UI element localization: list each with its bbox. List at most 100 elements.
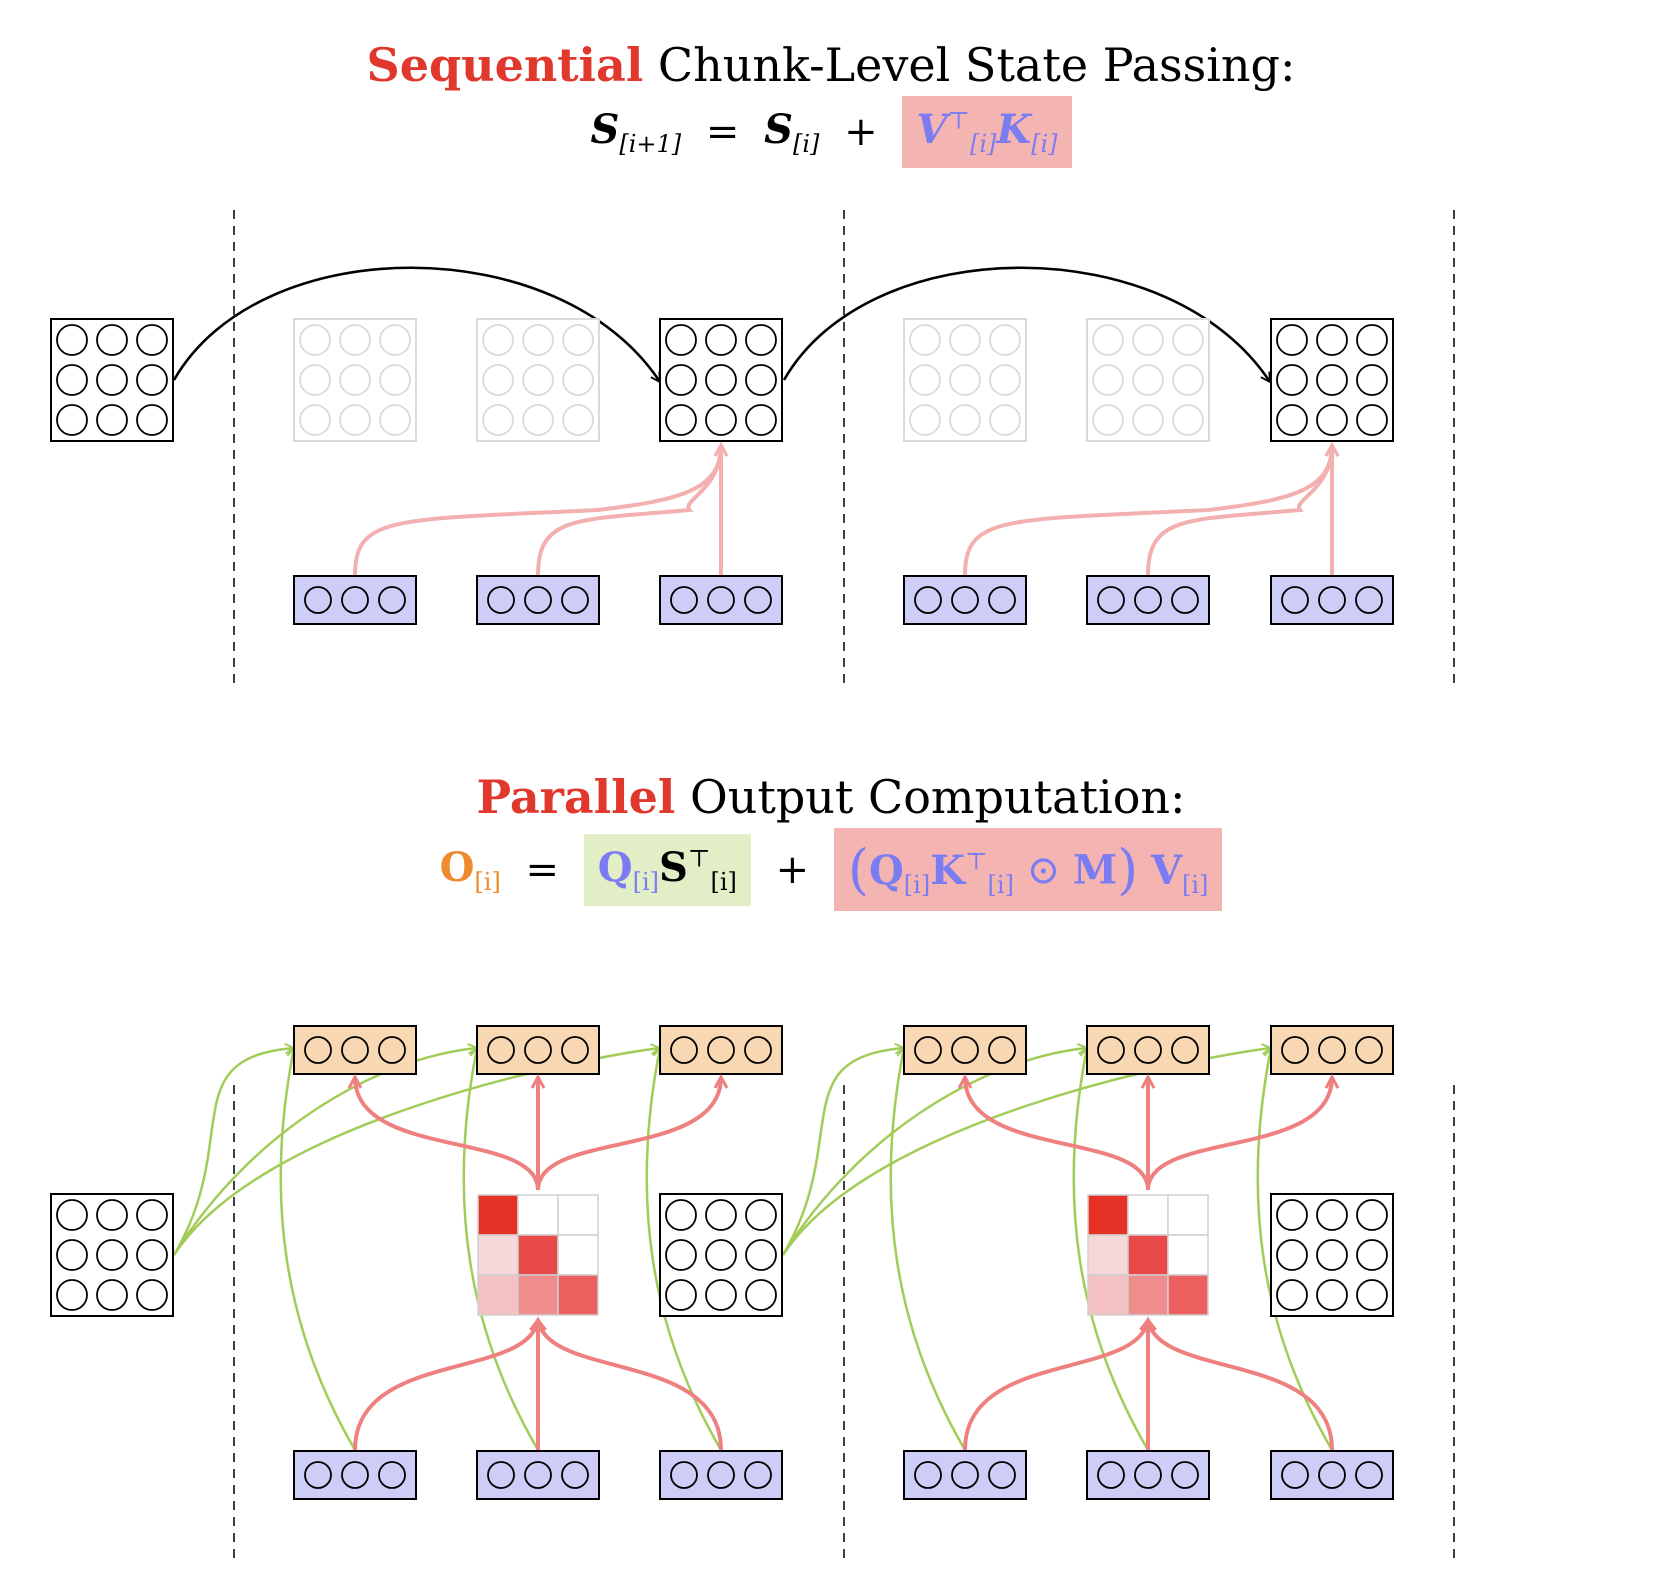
- state-matrix-cell: [909, 364, 941, 396]
- inter-chunk-arrow: [172, 1048, 660, 1256]
- state-matrix-cell: [705, 364, 737, 396]
- inter-chunk-arrow: [781, 1048, 1087, 1256]
- mask-cell: [1127, 1234, 1169, 1276]
- input-vector: [476, 575, 600, 625]
- eq-v-term: V⊤[i]: [916, 106, 996, 158]
- output-vector: [1086, 1025, 1210, 1075]
- vector-frame: [1270, 1025, 1394, 1075]
- vector-frame: [1270, 575, 1394, 625]
- state-matrix-cell: [1132, 364, 1164, 396]
- eq-k-sub: [i]: [1031, 130, 1058, 158]
- query-to-output-arrow: [1072, 1048, 1150, 1451]
- query-to-output-arrow: [462, 1048, 540, 1451]
- query-vector: [293, 1450, 417, 1500]
- query-to-output-arrow: [279, 1048, 357, 1451]
- vector-element: [487, 1461, 515, 1489]
- mask-cell: [557, 1194, 599, 1236]
- state-matrix-cell: [136, 1279, 168, 1311]
- state-matrix-cell: [745, 364, 777, 396]
- state-matrix-cell: [482, 324, 514, 356]
- state-matrix-cell: [705, 404, 737, 436]
- state-matrix-cell: [1276, 324, 1308, 356]
- vector-element: [1134, 1036, 1162, 1064]
- state-matrix-cell: [1316, 1199, 1348, 1231]
- mask-cell: [1087, 1274, 1129, 1316]
- state-matrix-chunk-1: [659, 318, 783, 442]
- query-to-output-arrow: [645, 1048, 723, 1451]
- eq-q-sub: [i]: [632, 867, 660, 896]
- state-matrix-cell: [705, 1239, 737, 1271]
- causal-mask-chunk-1: [477, 1194, 599, 1316]
- eq-state-current-symbol: S: [764, 106, 793, 153]
- eq-v2-symbol: V: [1150, 846, 1183, 894]
- state-matrix-cell: [745, 1279, 777, 1311]
- vector-element: [951, 1036, 979, 1064]
- state-matrix-cell: [949, 364, 981, 396]
- eq-k2-symbol: K: [930, 846, 965, 894]
- query-vector: [476, 1450, 600, 1500]
- eq-output-symbol: O: [439, 843, 475, 891]
- vector-frame: [1086, 1450, 1210, 1500]
- eq-equals: =: [705, 109, 740, 155]
- eq-plus: +: [844, 109, 878, 155]
- vector-element: [1281, 1461, 1309, 1489]
- mask-cell: [477, 1274, 519, 1316]
- state-matrix-cell: [56, 1199, 88, 1231]
- vector-element: [304, 1036, 332, 1064]
- state-matrix-cell: [1276, 364, 1308, 396]
- eq-s-sup: ⊤: [687, 844, 711, 873]
- state-matrix-cell: [745, 404, 777, 436]
- vector-element: [951, 1461, 979, 1489]
- mask-cell: [477, 1194, 519, 1236]
- input-vector: [1086, 575, 1210, 625]
- state-matrix-cell: [96, 324, 128, 356]
- state-matrix-cell: [379, 324, 411, 356]
- vector-element: [670, 1036, 698, 1064]
- output-vector: [293, 1025, 417, 1075]
- vector-element: [1171, 1036, 1199, 1064]
- vector-element: [988, 1461, 1016, 1489]
- eq-q-symbol: Q: [597, 843, 633, 891]
- state-matrix-cell: [1316, 1239, 1348, 1271]
- eq-state-current-sub: [i]: [792, 130, 820, 158]
- vector-element: [707, 1036, 735, 1064]
- vector-element: [1097, 1036, 1125, 1064]
- vector-element: [378, 1461, 406, 1489]
- top-title: Sequential Chunk-Level State Passing:: [0, 38, 1662, 92]
- kv-update-arrow-1: [536, 445, 721, 576]
- state-matrix-cell: [949, 324, 981, 356]
- input-vector: [1270, 575, 1394, 625]
- eq-output: O[i]: [439, 843, 501, 896]
- state-matrix-cell: [562, 364, 594, 396]
- state-matrix-faded: [293, 318, 417, 442]
- state-matrix-cell: [745, 324, 777, 356]
- vector-frame: [903, 575, 1027, 625]
- bottom-title-rest: Output Computation:: [675, 770, 1186, 824]
- vector-element: [914, 1036, 942, 1064]
- eq-k-term: K[i]: [996, 106, 1057, 158]
- state-matrix-cell: [1276, 404, 1308, 436]
- eq-q2-sub: [i]: [903, 870, 931, 899]
- state-matrix-cell: [1276, 1279, 1308, 1311]
- eq-plus: +: [775, 846, 810, 893]
- state-matrix-faded: [903, 318, 1027, 442]
- vector-frame: [1086, 1025, 1210, 1075]
- mask-cell: [1167, 1194, 1209, 1236]
- eq-state-next: S[i+1]: [590, 106, 681, 158]
- eq-k2-sub: [i]: [987, 870, 1014, 899]
- eq-equals: =: [525, 846, 560, 893]
- mask-cell: [517, 1274, 559, 1316]
- state-matrix-bottom-initial: [50, 1193, 174, 1317]
- eq-q-term: Q[i]: [597, 843, 659, 896]
- inter-chunk-arrow: [781, 1048, 1271, 1256]
- state-matrix-cell: [96, 364, 128, 396]
- vector-element: [1134, 586, 1162, 614]
- state-matrix-cell: [339, 404, 371, 436]
- intra-chunk-out-arrow: [355, 1077, 540, 1191]
- state-matrix-cell: [562, 404, 594, 436]
- query-vector: [1086, 1450, 1210, 1500]
- vector-element: [988, 1036, 1016, 1064]
- state-matrix-cell: [379, 364, 411, 396]
- eq-v2-sub: [i]: [1182, 870, 1209, 899]
- state-matrix-cell: [705, 324, 737, 356]
